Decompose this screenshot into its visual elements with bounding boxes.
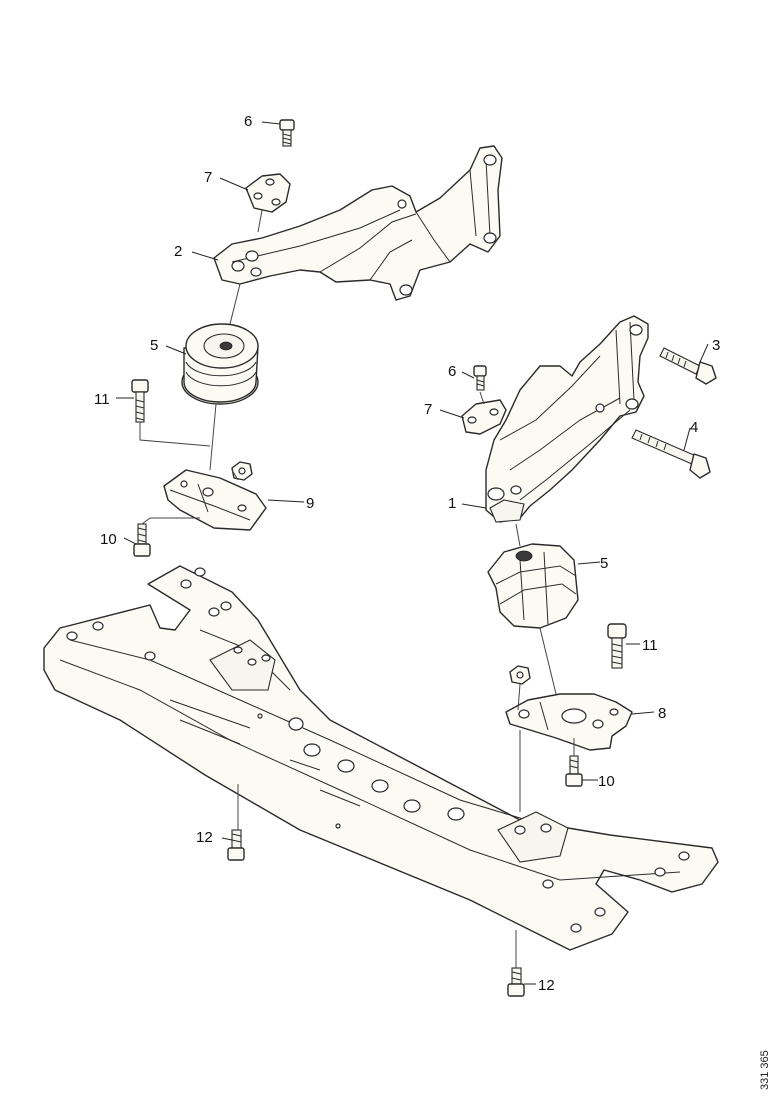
callout-7-left: 7 xyxy=(204,169,212,186)
document-id: 331 365 xyxy=(759,1050,771,1090)
callout-4: 4 xyxy=(690,419,698,436)
callout-6-left: 6 xyxy=(244,113,252,130)
callout-3: 3 xyxy=(712,337,720,354)
nut-left xyxy=(231,461,253,481)
plate-7-left xyxy=(245,173,291,213)
assembly-lines xyxy=(139,209,575,968)
lower-bracket-8 xyxy=(505,693,633,751)
callout-1: 1 xyxy=(448,495,456,512)
bolt-6-left xyxy=(279,119,295,147)
nut-right xyxy=(509,665,531,685)
bolt-4 xyxy=(631,429,711,479)
callout-9: 9 xyxy=(306,495,314,512)
bolt-12-left xyxy=(227,829,245,861)
callout-10-left: 10 xyxy=(100,531,117,548)
callout-7-right: 7 xyxy=(424,401,432,418)
callout-6-right: 6 xyxy=(448,363,456,380)
bolt-11-left xyxy=(131,379,149,423)
bolt-3 xyxy=(659,347,717,385)
bolt-10-left xyxy=(133,523,151,557)
engine-bracket-1 xyxy=(485,315,649,523)
gearbox-bracket-2 xyxy=(213,145,503,301)
callout-10-right: 10 xyxy=(598,773,615,790)
callout-11-left: 11 xyxy=(94,391,110,408)
callout-11-right: 11 xyxy=(642,637,658,654)
rubber-mount-5-left xyxy=(181,323,259,405)
crossmember xyxy=(43,565,719,951)
rubber-mount-5-right xyxy=(487,543,579,629)
lower-bracket-9 xyxy=(163,463,267,531)
callout-8: 8 xyxy=(658,705,666,722)
callout-2: 2 xyxy=(174,243,182,260)
callout-12-right: 12 xyxy=(538,977,555,994)
callout-5-right: 5 xyxy=(600,555,608,572)
plate-7-right xyxy=(461,399,507,435)
callout-12-left: 12 xyxy=(196,829,213,846)
bolt-6-right xyxy=(473,365,487,391)
callout-labels: 6 7 2 5 11 9 10 3 6 7 4 1 5 11 8 10 12 1… xyxy=(94,113,720,994)
bolt-12-right xyxy=(507,967,525,997)
callout-5-left: 5 xyxy=(150,337,158,354)
bolt-11-right xyxy=(607,623,627,669)
leader-lines xyxy=(116,121,709,985)
bolt-10-right xyxy=(565,755,583,787)
